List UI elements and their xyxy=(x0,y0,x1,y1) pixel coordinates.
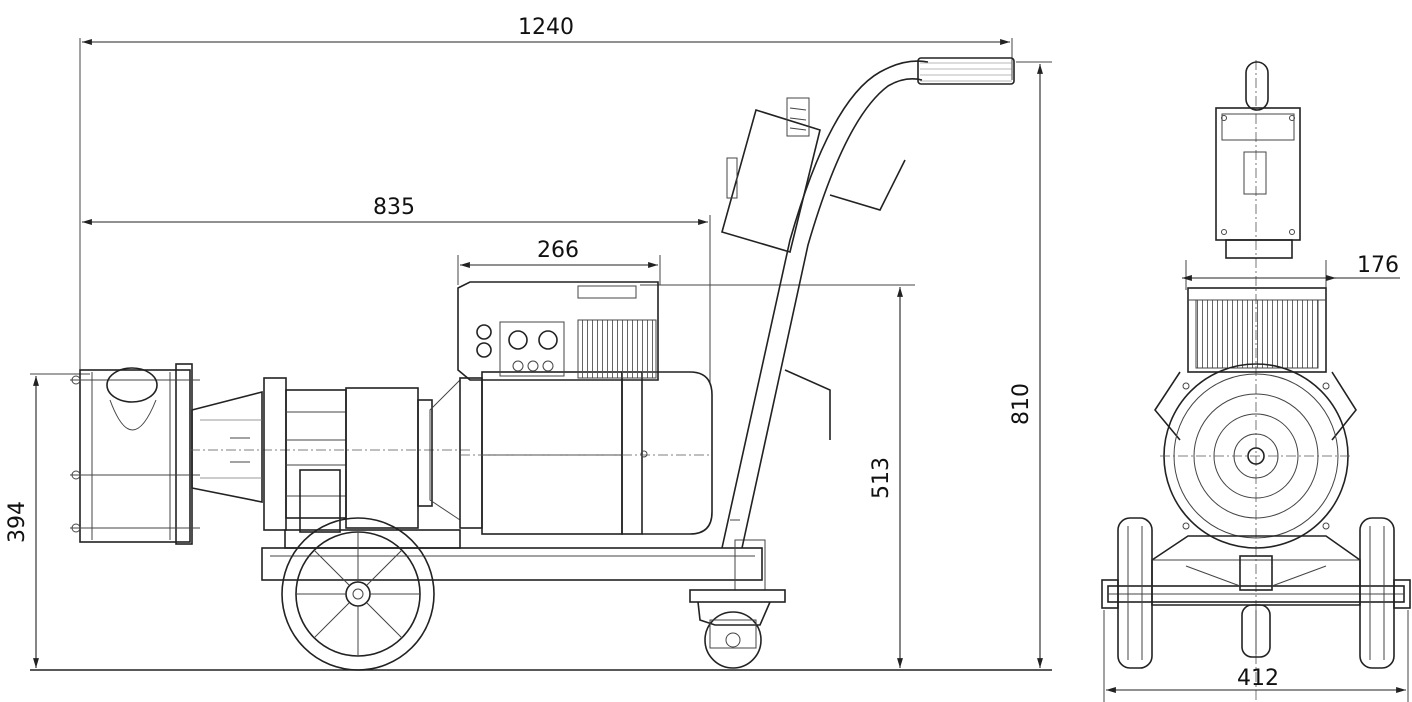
dim-motor-top-height: 513 xyxy=(869,287,903,668)
end-view-right-wheel xyxy=(1359,517,1411,669)
dim-wheel-pump-length: 835 xyxy=(82,195,708,225)
end-view-motor xyxy=(1154,363,1357,549)
dim-label-394: 394 xyxy=(5,501,30,543)
pump-nozzle xyxy=(190,390,470,503)
side-view: 1240 835 266 394 513 810 xyxy=(5,15,1052,671)
dim-motor-box-width: 266 xyxy=(460,238,658,268)
motor-body xyxy=(459,371,713,535)
pump-flanges xyxy=(263,377,461,533)
dim-overall-height: 810 xyxy=(1009,64,1043,668)
large-wheel xyxy=(281,517,435,671)
dim-label-1240: 1240 xyxy=(518,15,574,40)
dim-label-513: 513 xyxy=(869,457,894,499)
pump-inlet-cage xyxy=(70,363,200,545)
end-view-left-wheel xyxy=(1101,517,1153,669)
end-view-switch-box xyxy=(1215,61,1301,259)
caster-wheel xyxy=(697,601,771,669)
dim-label-176: 176 xyxy=(1357,253,1399,278)
base-frame xyxy=(261,529,786,603)
trolley-handle xyxy=(721,57,1015,549)
dim-overall-length: 1240 xyxy=(82,15,1010,45)
end-view-caster xyxy=(1241,604,1271,658)
dim-label-835: 835 xyxy=(373,195,415,220)
handle-switch-box xyxy=(721,97,906,440)
end-view: 176 xyxy=(1101,60,1411,702)
dim-end-track-width: 412 xyxy=(1103,610,1409,702)
dim-inlet-height: 394 xyxy=(5,376,39,668)
dim-label-412: 412 xyxy=(1237,666,1279,691)
dim-label-810: 810 xyxy=(1009,383,1034,425)
dim-end-box-width: 176 xyxy=(1182,253,1400,290)
dim-label-266: 266 xyxy=(537,238,579,263)
end-view-controller xyxy=(1187,287,1327,373)
control-box xyxy=(457,281,659,381)
